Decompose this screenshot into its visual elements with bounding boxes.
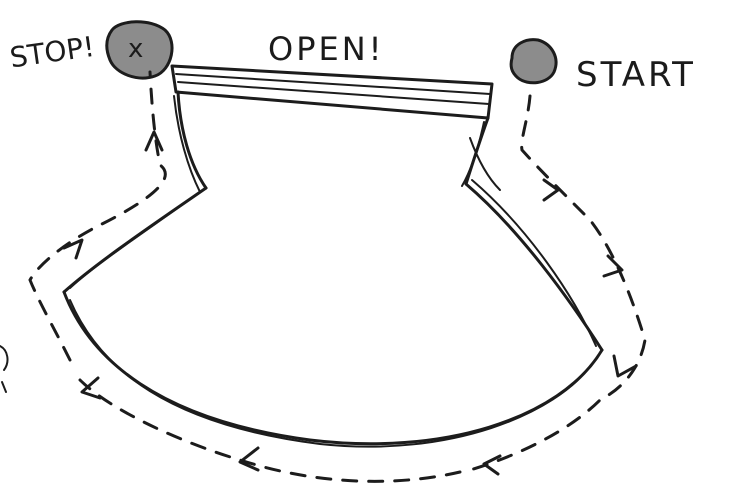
stop-marker-icon: x <box>107 22 172 78</box>
arrow-left-icon <box>484 456 500 474</box>
arrow-up-icon <box>146 132 162 150</box>
bucket-shape <box>64 66 602 447</box>
stop-label: STOP! <box>8 30 97 75</box>
start-label: START <box>576 55 696 95</box>
stop-symbol: x <box>128 34 143 64</box>
arrow-left-icon <box>240 448 258 470</box>
start-marker-icon <box>511 40 556 83</box>
arrow-up-icon <box>64 240 82 258</box>
edge-scribble <box>0 346 7 370</box>
open-label: OPEN! <box>268 30 384 68</box>
arrow-right-icon <box>544 180 558 200</box>
